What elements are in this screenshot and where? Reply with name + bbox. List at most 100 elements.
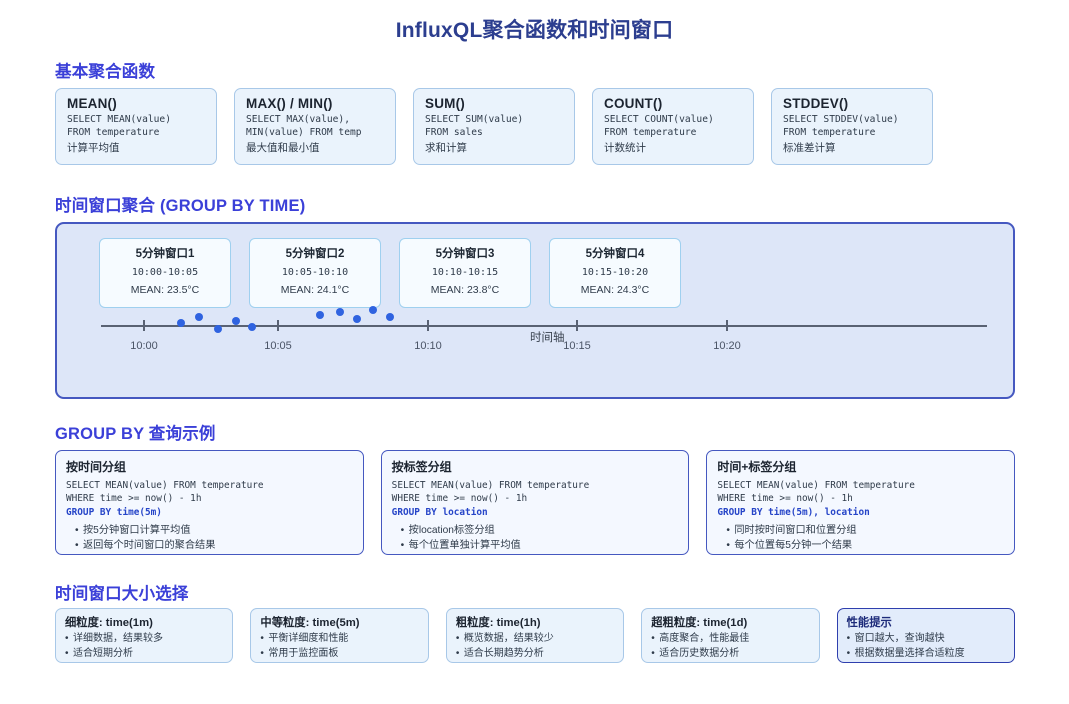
window-size-title: 粗粒度: time(1h): [455, 617, 541, 629]
window-size-title: 超粗粒度: time(1d): [651, 617, 748, 629]
axis-tick-2: [277, 320, 279, 331]
list-item: 根据数据量选择合适粒度: [847, 647, 1006, 662]
list-item: 适合长期趋势分析: [456, 647, 615, 662]
groupby-bullets: 按5分钟窗口计算平均值 返回每个时间窗口的聚合结果: [66, 524, 353, 553]
data-point: [232, 317, 240, 325]
window-size-card-1m[interactable]: 细粒度: time(1m) 详细数据，结果较多 适合短期分析: [55, 608, 234, 663]
groupby-card-by-time[interactable]: 按时间分组 SELECT MEAN(value) FROM temperatur…: [55, 450, 364, 555]
data-point: [369, 306, 377, 314]
window-range: 10:10-10:15: [431, 267, 499, 278]
aggregate-desc: 计算平均值: [67, 142, 120, 155]
window-size-card-5m[interactable]: 中等粒度: time(5m) 平衡详细度和性能 常用于监控面板: [250, 608, 429, 663]
groupby-card-by-time-and-tag[interactable]: 时间+标签分组 SELECT MEAN(value) FROM temperat…: [706, 450, 1016, 555]
data-point: [336, 308, 344, 316]
aggregate-card-stddev[interactable]: STDDEV() SELECT STDDEV(value) FROM tempe…: [771, 88, 933, 165]
section-heading-groupby: GROUP BY 查询示例: [55, 425, 216, 443]
aggregate-function-cards: MEAN() SELECT MEAN(value) FROM temperatu…: [55, 88, 1015, 165]
groupby-card-by-tag[interactable]: 按标签分组 SELECT MEAN(value) FROM temperatur…: [380, 450, 690, 555]
window-range: 10:00-10:05: [131, 267, 199, 278]
performance-tip-card[interactable]: 性能提示 窗口越大，查询越快 根据数据量选择合适粒度: [836, 608, 1016, 663]
axis-label-1020: 10:20: [713, 340, 741, 352]
timeline-panel: 5分钟窗口1 10:00-10:05 MEAN: 23.5°C 5分钟窗口2 1…: [55, 222, 1015, 399]
list-item: 适合短期分析: [65, 647, 224, 662]
list-item: 常用于监控面板: [260, 647, 419, 662]
sql-line-where: WHERE time >= now() - 1h: [717, 493, 853, 505]
section-heading-size: 时间窗口大小选择: [55, 585, 189, 603]
list-item: 同时按时间窗口和位置分组: [726, 524, 1004, 539]
aggregate-card-maxmin[interactable]: MAX() / MIN() SELECT MAX(value), MIN(val…: [234, 88, 396, 165]
sql-line-groupby: GROUP BY time(5m), location: [717, 506, 870, 518]
window-size-bullets: 窗口越大，查询越快 根据数据量选择合适粒度: [847, 632, 1006, 661]
window-size-title: 细粒度: time(1m): [65, 617, 153, 629]
groupby-title: 时间+标签分组: [717, 460, 797, 474]
list-item: 适合历史数据分析: [651, 647, 810, 662]
list-item: 概览数据，结果较少: [456, 632, 615, 647]
window-mean: MEAN: 23.5°C: [130, 284, 200, 296]
list-item: 平衡详细度和性能: [260, 632, 419, 647]
window-range: 10:15-10:20: [581, 267, 649, 278]
time-window-card-2[interactable]: 5分钟窗口2 10:05-10:10 MEAN: 24.1°C: [249, 238, 381, 308]
axis-label-1010: 10:10: [414, 340, 442, 352]
window-size-card-1h[interactable]: 粗粒度: time(1h) 概览数据，结果较少 适合长期趋势分析: [445, 608, 625, 663]
axis-tick-3: [427, 320, 429, 331]
list-item: 返回每个时间窗口的聚合结果: [75, 539, 353, 554]
list-item: 每个位置单独计算平均值: [401, 539, 679, 554]
sql-line-select: SELECT MEAN(value) FROM temperature: [66, 480, 264, 491]
axis-title: 时间轴: [530, 332, 565, 344]
aggregate-name: SUM(): [425, 96, 465, 111]
aggregate-desc: 最大值和最小值: [246, 142, 320, 155]
aggregate-card-sum[interactable]: SUM() SELECT SUM(value) FROM sales 求和计算: [413, 88, 575, 165]
aggregate-name: STDDEV(): [783, 96, 849, 111]
data-point: [195, 313, 203, 321]
window-name: 5分钟窗口4: [585, 248, 645, 260]
aggregate-card-mean[interactable]: MEAN() SELECT MEAN(value) FROM temperatu…: [55, 88, 217, 165]
data-point: [386, 313, 394, 321]
page-title: InfluxQL聚合函数和时间窗口: [395, 19, 674, 42]
window-size-card-1d[interactable]: 超粗粒度: time(1d) 高度聚合，性能最佳 适合历史数据分析: [641, 608, 820, 663]
sql-line-groupby: GROUP BY location: [391, 506, 488, 518]
window-size-cards: 细粒度: time(1m) 详细数据，结果较多 适合短期分析 中等粒度: tim…: [55, 608, 1016, 663]
window-size-bullets: 概览数据，结果较少 适合长期趋势分析: [456, 632, 615, 661]
axis-label-1015: 10:15: [563, 340, 591, 352]
axis-label-1005: 10:05: [264, 340, 292, 352]
data-point: [248, 323, 256, 331]
data-point: [353, 315, 361, 323]
time-window-card-3[interactable]: 5分钟窗口3 10:10-10:15 MEAN: 23.8°C: [399, 238, 531, 308]
aggregate-sql: SELECT STDDEV(value) FROM temperature: [783, 114, 899, 138]
time-window-card-1[interactable]: 5分钟窗口1 10:00-10:05 MEAN: 23.5°C: [99, 238, 231, 308]
axis-tick-4: [576, 320, 578, 331]
window-name: 5分钟窗口2: [285, 248, 345, 260]
window-size-bullets: 平衡详细度和性能 常用于监控面板: [260, 632, 419, 661]
groupby-bullets: 按location标签分组 每个位置单独计算平均值: [392, 524, 679, 553]
time-axis-line: [101, 325, 987, 327]
aggregate-name: MAX() / MIN(): [246, 96, 333, 111]
aggregate-desc: 计数统计: [604, 142, 646, 155]
list-item: 窗口越大，查询越快: [847, 632, 1006, 647]
window-mean: MEAN: 24.1°C: [280, 284, 350, 296]
aggregate-name: MEAN(): [67, 96, 117, 111]
window-range: 10:05-10:10: [281, 267, 349, 278]
groupby-sql: SELECT MEAN(value) FROM temperature WHER…: [392, 479, 679, 519]
aggregate-card-count[interactable]: COUNT() SELECT COUNT(value) FROM tempera…: [592, 88, 754, 165]
groupby-title: 按标签分组: [391, 460, 452, 474]
list-item: 按5分钟窗口计算平均值: [75, 524, 353, 539]
window-mean: MEAN: 23.8°C: [430, 284, 500, 296]
window-size-bullets: 高度聚合，性能最佳 适合历史数据分析: [651, 632, 810, 661]
sql-line-where: WHERE time >= now() - 1h: [66, 493, 202, 505]
section-heading-window: 时间窗口聚合 (GROUP BY TIME): [55, 197, 306, 215]
list-item: 按location标签分组: [401, 524, 679, 539]
groupby-title: 按时间分组: [66, 460, 127, 474]
window-size-bullets: 详细数据，结果较多 适合短期分析: [65, 632, 224, 661]
window-mean: MEAN: 24.3°C: [580, 284, 650, 296]
window-name: 5分钟窗口1: [135, 248, 195, 260]
data-point: [214, 325, 222, 333]
aggregate-desc: 标准差计算: [783, 142, 836, 155]
axis-tick-5: [726, 320, 728, 331]
time-window-card-4[interactable]: 5分钟窗口4 10:15-10:20 MEAN: 24.3°C: [549, 238, 681, 308]
sql-line-where: WHERE time >= now() - 1h: [391, 493, 528, 505]
aggregate-sql: SELECT MAX(value), MIN(value) FROM temp: [246, 114, 362, 138]
window-size-title: 性能提示: [846, 617, 892, 629]
sql-line-groupby: GROUP BY time(5m): [66, 506, 162, 518]
section-heading-basic: 基本聚合函数: [55, 63, 156, 81]
